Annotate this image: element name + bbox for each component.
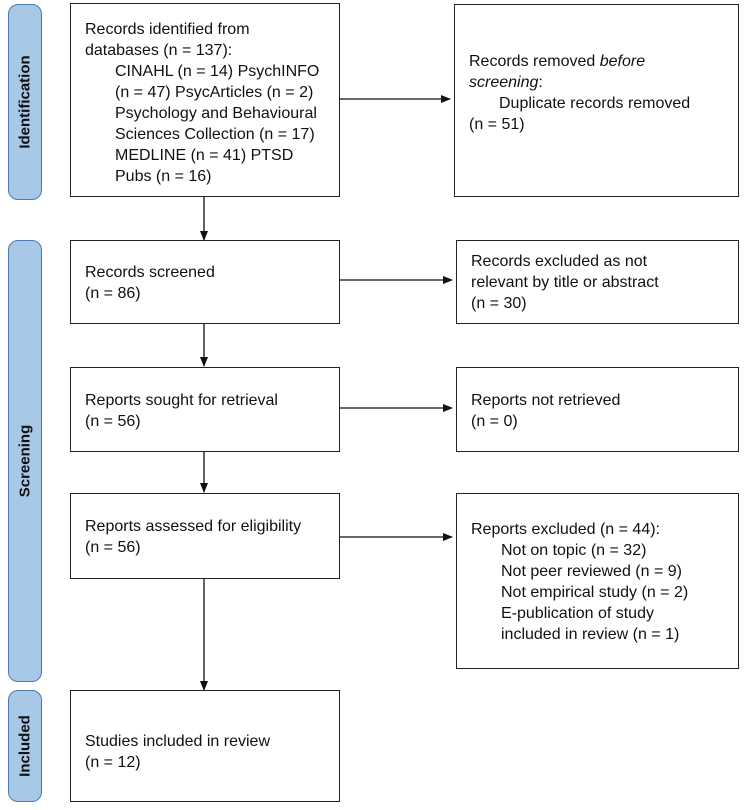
reports-excluded-item: Not empirical study (n = 2) [501, 584, 689, 601]
not-retrieved-line-2: (n = 0) [471, 413, 518, 430]
removed-line-4: (n = 51) [469, 116, 525, 133]
reports-excluded-item: E-publication of study [501, 605, 654, 622]
removed-line-1-text: Records removed [469, 53, 600, 70]
included-line-1: Studies included in review [85, 733, 270, 750]
identified-line-4: (n = 47) PsycArticles (n = 2) [115, 84, 314, 101]
sought-line-2: (n = 56) [85, 413, 141, 430]
removed-line-1-italic: before [599, 53, 646, 70]
records-identified-box: Records identified from databases (n = 1… [70, 3, 340, 197]
identified-line-6: Sciences Collection (n = 17) [115, 126, 315, 143]
reports-not-retrieved-box: Reports not retrieved (n = 0) [456, 367, 739, 452]
reports-sought-box: Reports sought for retrieval (n = 56) [70, 367, 340, 452]
assessed-line-2: (n = 56) [85, 539, 141, 556]
assessed-line-1: Reports assessed for eligibility [85, 518, 302, 535]
screened-line-2: (n = 86) [85, 285, 141, 302]
records-excluded-box: Records excluded as not relevant by titl… [456, 240, 739, 324]
removed-line-2-italic: screening [469, 74, 539, 91]
removed-line-2: screening: [469, 72, 724, 93]
screened-line-1: Records screened [85, 264, 215, 281]
reports-assessed-box: Reports assessed for eligibility (n = 56… [70, 493, 340, 579]
excluded-line-2: relevant by title or abstract [471, 274, 659, 291]
not-retrieved-line-1: Reports not retrieved [471, 392, 621, 409]
reports-excluded-item: Not on topic (n = 32) [501, 542, 647, 559]
reports-excluded-line-1: Reports excluded (n = 44): [471, 521, 660, 538]
phase-screening: Screening [8, 240, 42, 682]
removed-line-2-rest: : [538, 74, 543, 91]
reports-excluded-box: Reports excluded (n = 44): Not on topic … [456, 493, 739, 669]
records-screened-box: Records screened (n = 86) [70, 240, 340, 324]
sought-line-1: Reports sought for retrieval [85, 392, 278, 409]
identified-line-7: MEDLINE (n = 41) PTSD [115, 147, 294, 164]
records-removed-box: Records removed before screening: Duplic… [454, 4, 739, 197]
studies-included-box: Studies included in review (n = 12) [70, 690, 340, 802]
phase-included: Included [8, 690, 42, 802]
removed-line-3: Duplicate records removed [499, 95, 691, 112]
excluded-line-1: Records excluded as not [471, 253, 648, 270]
included-line-2: (n = 12) [85, 754, 141, 771]
identified-line-8: Pubs (n = 16) [115, 168, 212, 185]
phase-identification: Identification [8, 4, 42, 200]
identified-line-5: Psychology and Behavioural [115, 105, 317, 122]
identified-line-3: CINAHL (n = 14) PsychINFO [115, 63, 320, 80]
reports-excluded-item: Not peer reviewed (n = 9) [501, 563, 682, 580]
removed-line-1: Records removed before [469, 51, 724, 72]
identified-line-2: databases (n = 137): [85, 42, 233, 59]
excluded-line-3: (n = 30) [471, 295, 527, 312]
identified-line-1: Records identified from [85, 21, 250, 38]
reports-excluded-item: included in review (n = 1) [501, 626, 680, 643]
